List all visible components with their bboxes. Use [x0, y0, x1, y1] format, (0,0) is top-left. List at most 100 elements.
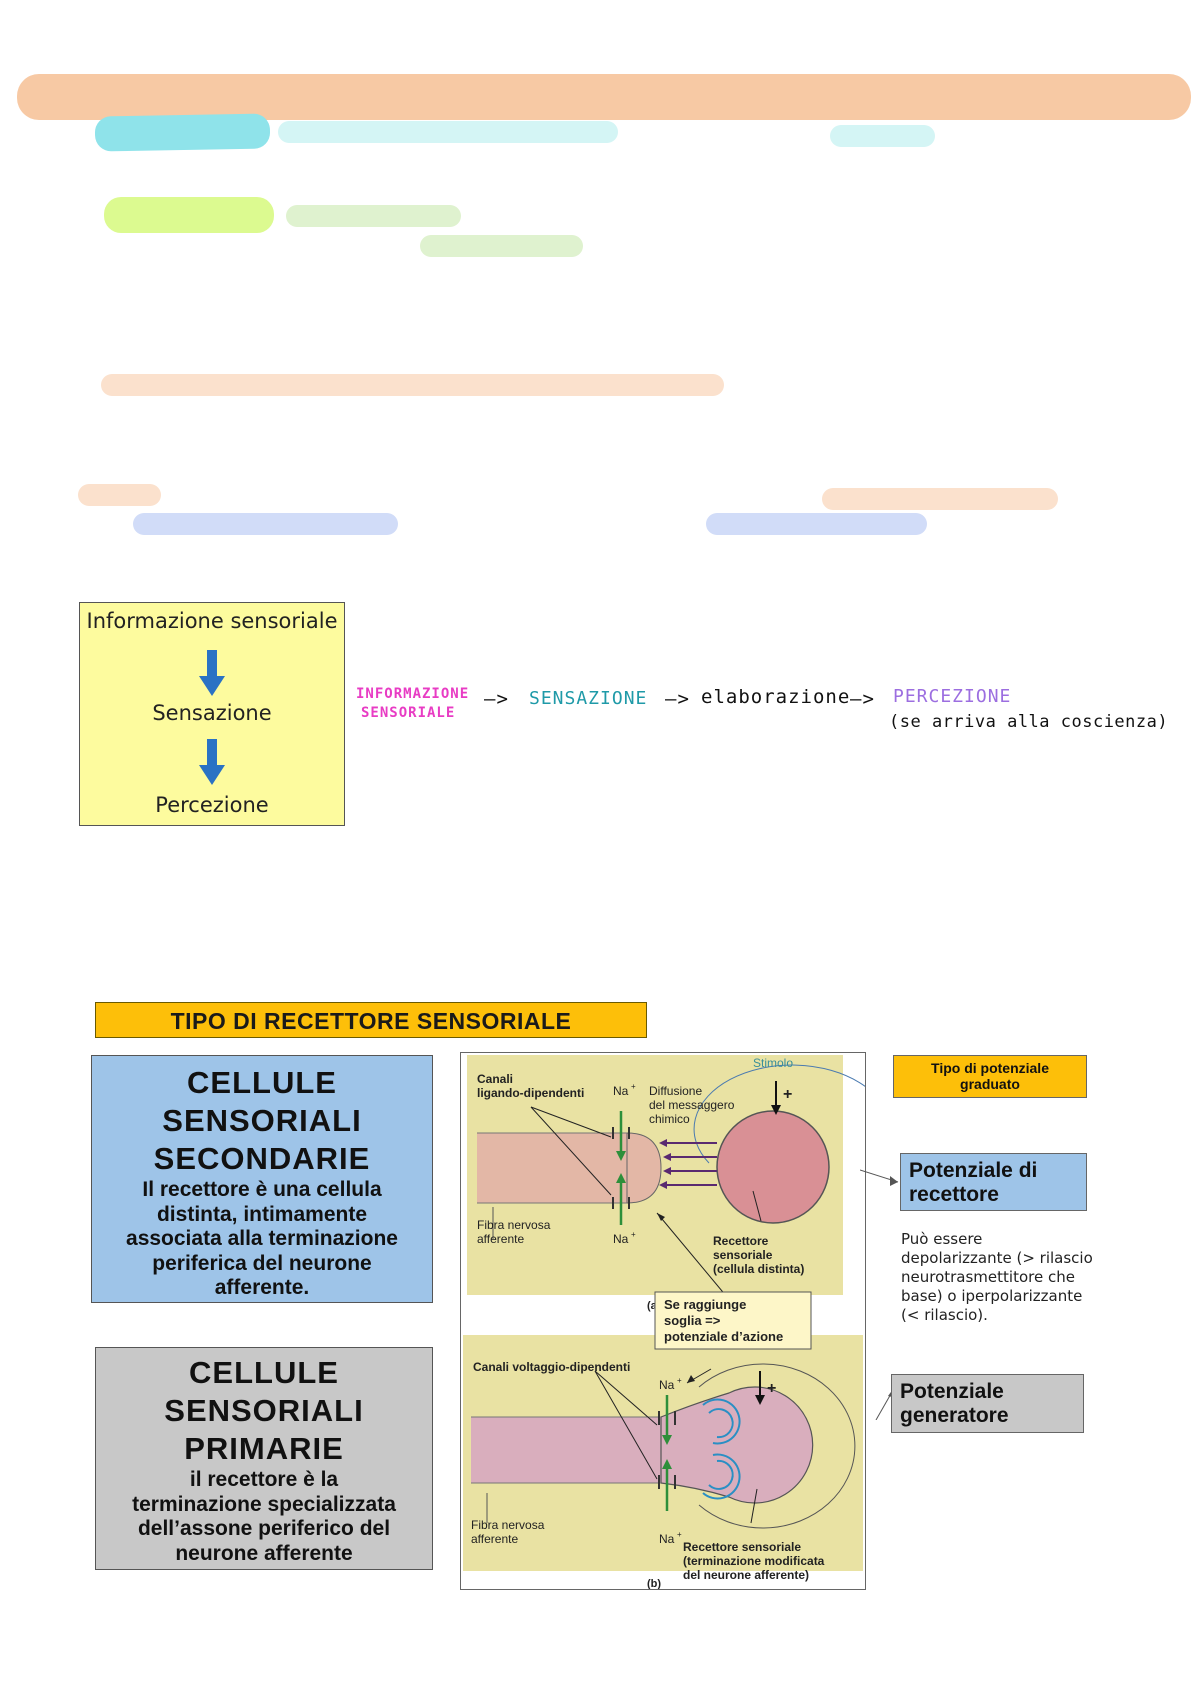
potenziale-generatore-line2: generatore	[900, 1404, 1009, 1427]
highlight-peach-2	[78, 484, 161, 506]
label-recettore-b-2: (terminazione modificata	[683, 1554, 825, 1568]
fiber-a-end	[626, 1132, 662, 1204]
desc-line: depolarizzante (> rilascio	[901, 1249, 1093, 1267]
hw-arrow-2: —>	[665, 688, 690, 710]
highlight-green-2	[286, 205, 461, 227]
highlight-top-bar	[17, 74, 1191, 120]
label-soglia-3: potenziale d’azione	[664, 1329, 783, 1344]
secondary-title-line2: SENSORIALI	[162, 1103, 362, 1138]
secondary-desc-line: afferente.	[214, 1276, 310, 1299]
hw-arrow-3: —>	[850, 688, 875, 710]
desc-line: Può essere	[901, 1230, 983, 1248]
tipo-potenziale-box: Tipo di potenziale graduato	[893, 1055, 1087, 1098]
flow-step-sensazione: Sensazione	[152, 701, 272, 725]
label-recettore-b-3: del neurone afferente)	[683, 1568, 809, 1582]
label-na-b-bottom: Na	[659, 1532, 675, 1546]
hw-arrow-1: —>	[484, 688, 509, 710]
label-diffusione-1: Diffusione	[649, 1084, 702, 1098]
arrow-head-icon	[890, 1176, 898, 1186]
label-na-sup: +	[677, 1530, 682, 1539]
label-recettore-a-3: (cellula distinta)	[713, 1262, 804, 1276]
label-canali-1: Canali	[477, 1072, 513, 1086]
secondary-cells-box: CELLULE SENSORIALI SECONDARIE Il recetto…	[91, 1055, 433, 1303]
soglia-box	[654, 1291, 812, 1350]
label-stimolo: Stimolo	[753, 1056, 793, 1070]
label-fibra-b-1: Fibra nervosa	[471, 1518, 545, 1532]
label-recettore-a-1: Recettore	[713, 1234, 769, 1248]
potenziale-recettore-line2: recettore	[909, 1183, 999, 1206]
secondary-desc-line: distinta, intimamente	[156, 1202, 368, 1226]
highlight-blue-2	[706, 513, 927, 535]
label-fibra-a-2: afferente	[477, 1232, 524, 1246]
tipo-potenziale-line2: graduato	[960, 1076, 1020, 1092]
highlight-green-3	[420, 235, 583, 257]
label-fibra-b-2: afferente	[471, 1532, 518, 1546]
highlight-peach-1	[101, 374, 724, 396]
highlight-cyan-2	[278, 121, 618, 143]
primary-title-line2: SENSORIALI	[164, 1393, 364, 1428]
label-na-b-top: Na	[659, 1378, 675, 1392]
primary-desc-line: il recettore è la	[189, 1468, 339, 1491]
label-fibra-a-1: Fibra nervosa	[477, 1218, 551, 1232]
tipo-potenziale-line1: Tipo di potenziale	[931, 1060, 1049, 1076]
label-na-a-bottom: Na	[613, 1232, 629, 1246]
potenziale-recettore-line1: Potenziale di	[909, 1159, 1038, 1182]
secondary-desc-line: periferica del neurone	[152, 1251, 372, 1275]
label-na-sup: +	[631, 1230, 636, 1239]
potenziale-description: Può essere depolarizzante (> rilascio ne…	[901, 1230, 1121, 1325]
label-diffusione-3: chimico	[649, 1112, 690, 1126]
primary-cells-box: CELLULE SENSORIALI PRIMARIE il recettore…	[95, 1347, 433, 1570]
sheath-b	[698, 1363, 856, 1529]
flow-step-percezione: Percezione	[155, 793, 269, 817]
label-na-a-top: Na	[613, 1084, 629, 1098]
label-soglia-2: soglia =>	[664, 1313, 721, 1328]
flow-step-informazione: Informazione sensoriale	[86, 609, 338, 633]
section-title: TIPO DI RECETTORE SENSORIALE	[95, 1002, 647, 1038]
label-b: (b)	[647, 1578, 661, 1589]
hw-informazione: INFORMAZIONE	[356, 686, 470, 702]
primary-desc-line: terminazione specializzata	[132, 1492, 396, 1516]
fiber-a	[477, 1133, 627, 1203]
potenziale-generatore-line1: Potenziale	[900, 1380, 1004, 1403]
label-plus-b: +	[767, 1380, 776, 1397]
label-canali-2: ligando-dipendenti	[477, 1086, 584, 1100]
label-plus-a: +	[783, 1086, 792, 1103]
down-arrow-icon	[199, 739, 225, 785]
down-arrow-icon	[199, 650, 225, 696]
secondary-desc-line: Il recettore è una cellula	[142, 1178, 382, 1201]
label-na-sup: +	[677, 1376, 682, 1385]
desc-line: (< rilascio).	[901, 1306, 988, 1324]
highlight-cyan-1	[94, 113, 271, 152]
label-soglia-1: Se raggiunge	[664, 1297, 746, 1312]
fiber-b	[471, 1417, 671, 1483]
highlight-cyan-3	[830, 125, 935, 147]
receptor-diagram: Stimolo + Canali ligando-dipendenti Na +…	[460, 1052, 891, 1590]
desc-line: neurotrasmettitore che	[901, 1268, 1075, 1286]
flow-box: Informazione sensoriale Sensazione Perce…	[79, 602, 345, 826]
hw-sensoriale: SENSORIALE	[361, 705, 456, 721]
highlight-green-1	[104, 197, 274, 233]
potenziale-recettore-box: Potenziale di recettore	[900, 1153, 1087, 1211]
receptor-diagram-svg: Stimolo + Canali ligando-dipendenti Na +…	[463, 1055, 891, 1590]
hw-percezione: PERCEZIONE	[893, 686, 1012, 707]
highlight-blue-1	[133, 513, 398, 535]
hw-sensazione: SENSAZIONE	[529, 688, 648, 709]
label-recettore-b-1: Recettore sensoriale	[683, 1540, 801, 1554]
hw-elaborazione: elaborazione	[701, 686, 851, 708]
label-diffusione-2: del messaggero	[649, 1098, 735, 1112]
primary-title-line3: PRIMARIE	[184, 1431, 344, 1466]
primary-desc-line: neurone afferente	[175, 1541, 353, 1565]
potenziale-generatore-box: Potenziale generatore	[891, 1374, 1084, 1433]
label-na-sup: +	[631, 1082, 636, 1091]
label-canali-voltaggio: Canali voltaggio-dipendenti	[473, 1360, 630, 1374]
desc-line: base) o iperpolarizzante	[901, 1287, 1083, 1305]
primary-desc-line: dell’assone periferico del	[137, 1517, 391, 1540]
highlight-peach-3	[822, 488, 1058, 510]
hw-note: (se arriva alla coscienza)	[889, 712, 1169, 732]
receptor-terminal-b	[660, 1386, 814, 1504]
primary-title-line1: CELLULE	[189, 1355, 339, 1390]
secondary-title-line1: CELLULE	[187, 1065, 337, 1100]
secondary-desc-line: associata alla terminazione	[126, 1227, 398, 1250]
receptor-cell-a	[716, 1110, 830, 1224]
label-recettore-a-2: sensoriale	[713, 1248, 773, 1262]
